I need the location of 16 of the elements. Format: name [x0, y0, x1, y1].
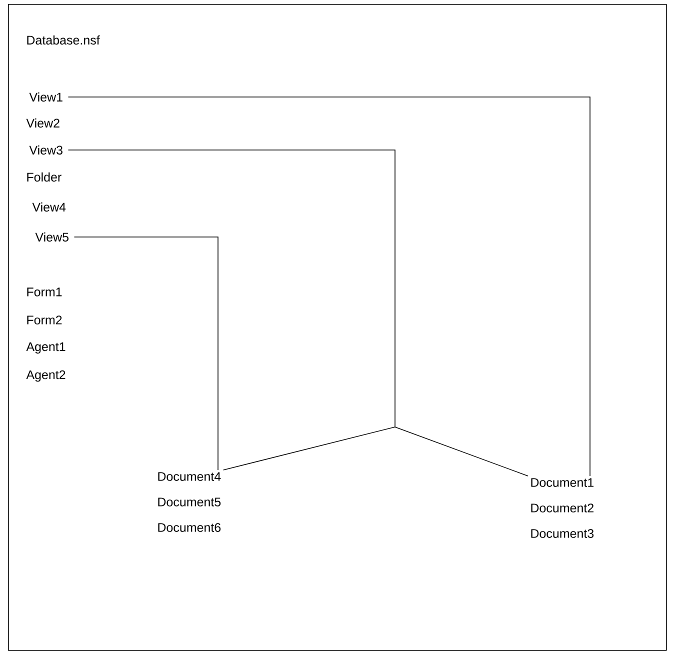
view-label: View5	[35, 232, 68, 242]
connector-line	[68, 150, 528, 476]
item-label: Agent1	[26, 342, 66, 354]
item-label: Form2	[27, 316, 62, 324]
connector-line	[74, 236, 218, 470]
item-label: Form1	[27, 288, 62, 296]
connector-line	[68, 96, 590, 476]
item-label: Folder	[27, 172, 62, 182]
document-list: Document4 Document5 Document6	[158, 472, 221, 532]
item-label: View2	[26, 118, 60, 128]
view-label: View3	[29, 145, 62, 155]
title-text: Database.nsf	[27, 35, 100, 45]
item-label: View4	[32, 202, 66, 212]
item-label: Agent2	[26, 370, 66, 382]
view-label: View1	[29, 92, 62, 102]
document-list: Document1 Document2 Document3	[531, 478, 594, 538]
